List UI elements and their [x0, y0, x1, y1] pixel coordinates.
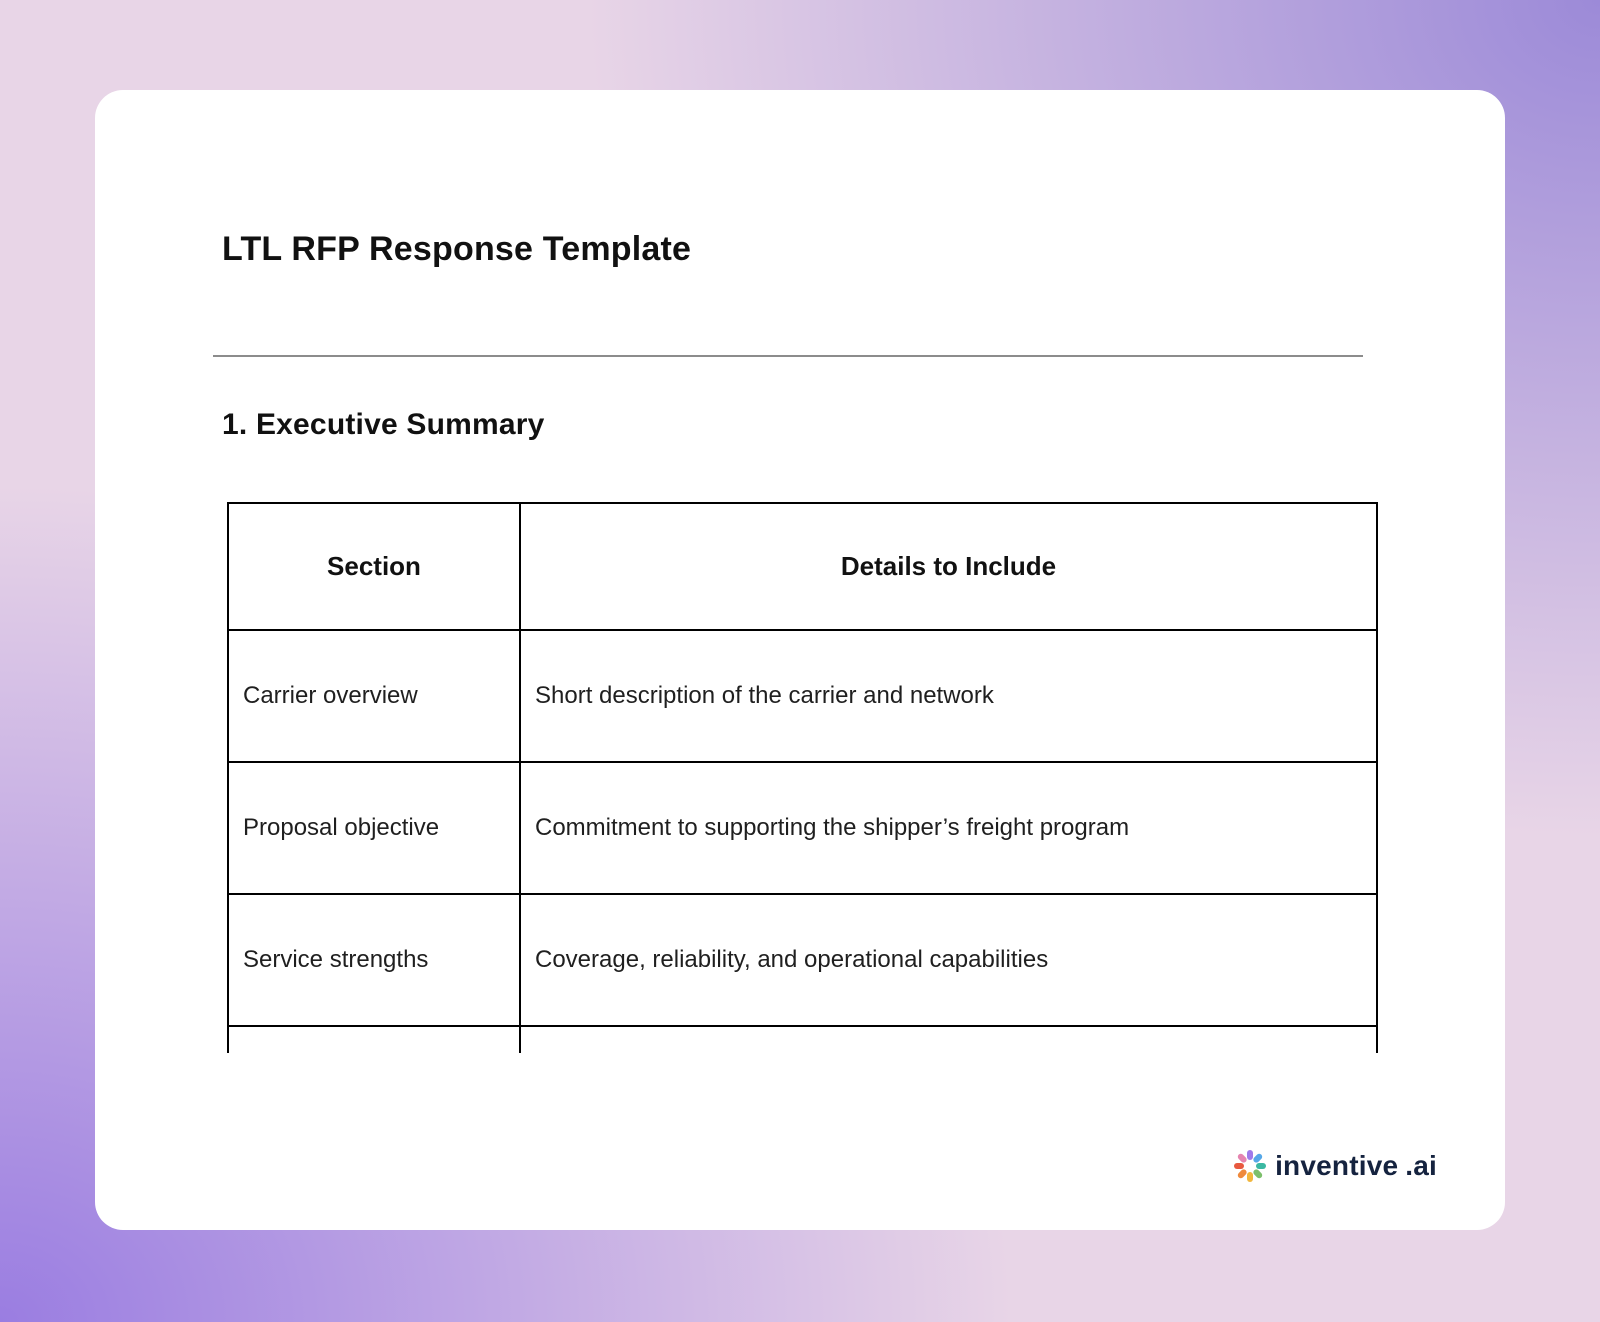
table-row-cutoff	[229, 1027, 1376, 1053]
document-card: LTL RFP Response Template 1. Executive S…	[95, 90, 1505, 1230]
inventive-logo-icon	[1234, 1150, 1267, 1182]
cell-details	[521, 1027, 1376, 1053]
header-cell-section: Section	[229, 504, 521, 629]
brand-suffix: .ai	[1405, 1150, 1437, 1181]
table-header-row: Section Details to Include	[229, 504, 1376, 631]
rfp-table: Section Details to Include Carrier overv…	[227, 502, 1378, 1053]
page-title: LTL RFP Response Template	[222, 230, 692, 268]
inventive-logo: inventive .ai	[1234, 1148, 1437, 1184]
cell-section: Proposal objective	[229, 763, 521, 893]
cell-details: Commitment to supporting the shipper’s f…	[535, 814, 1130, 841]
cell-details: Coverage, reliability, and operational c…	[535, 946, 1049, 973]
cell-section	[229, 1027, 521, 1053]
brand-name: inventive	[1275, 1150, 1399, 1181]
cell-section: Service strengths	[229, 895, 521, 1025]
table-row: Carrier overview Short description of th…	[229, 631, 1376, 763]
header-cell-details: Details to Include	[840, 551, 1057, 581]
cell-details: Short description of the carrier and net…	[535, 682, 994, 709]
inventive-logo-text: inventive .ai	[1275, 1150, 1437, 1182]
cell-section: Carrier overview	[229, 631, 521, 761]
section-heading: 1. Executive Summary	[222, 408, 545, 441]
title-divider	[213, 355, 1363, 357]
table-row: Service strengths Coverage, reliability,…	[229, 895, 1376, 1027]
table-row: Proposal objective Commitment to support…	[229, 763, 1376, 895]
